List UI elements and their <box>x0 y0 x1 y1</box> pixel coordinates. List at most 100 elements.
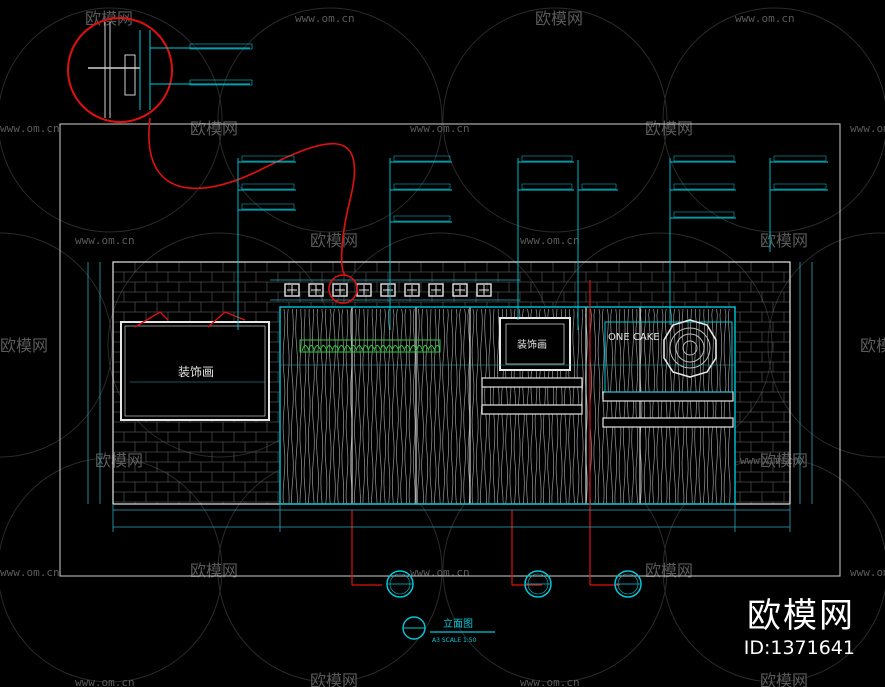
plant-leaf <box>391 345 399 352</box>
wood-slat <box>706 308 710 505</box>
watermark-url-text: www.om.cn <box>740 454 800 467</box>
wood-slat <box>601 308 605 505</box>
wood-slat <box>333 308 336 505</box>
wood-slat <box>442 308 445 505</box>
watermark-brand-text: 欧模网 <box>310 671 358 687</box>
wood-slat <box>404 308 408 505</box>
note-text-placeholder <box>521 183 573 190</box>
wood-slat <box>425 308 429 505</box>
note-text-placeholder <box>673 183 735 190</box>
wood-slat <box>631 308 634 505</box>
plant-leaf <box>397 345 405 352</box>
note-text-placeholder <box>581 183 617 190</box>
wood-slat <box>354 308 357 505</box>
wood-slat <box>387 308 391 505</box>
watermark-circle <box>0 457 223 683</box>
sign-letter-block <box>332 283 348 297</box>
wood-slat <box>383 308 387 505</box>
wood-slat <box>597 308 601 505</box>
watermark-brand-text: 欧模网 <box>645 561 693 580</box>
wood-slat <box>349 308 353 505</box>
wood-slat <box>622 308 626 505</box>
shelf-board <box>602 391 734 402</box>
dimension-lines <box>87 262 813 532</box>
wood-slat <box>316 308 319 505</box>
wood-slat <box>307 308 311 505</box>
annotation-leaders <box>237 155 828 586</box>
wood-panel-outline <box>279 306 736 505</box>
wood-slat <box>358 308 361 505</box>
watermark-circle <box>662 7 885 233</box>
wood-slat <box>585 308 588 505</box>
wood-slat-panel <box>282 307 731 505</box>
sign-letter-block <box>428 283 444 297</box>
wood-slat <box>454 308 458 505</box>
watermark-url-text: www.om.cn <box>0 566 60 579</box>
note-text-placeholder <box>521 155 573 162</box>
sign-letter-block <box>380 283 396 297</box>
center-painting-inner <box>505 323 565 365</box>
model-id-text: ID:1371641 <box>743 637 855 659</box>
wood-slat <box>635 308 639 505</box>
wood-slat <box>694 309 697 505</box>
plant-leaf <box>319 345 327 352</box>
wood-slat <box>446 308 450 505</box>
section-marker-circle <box>524 570 552 598</box>
watermark-url-text: www.om.cn <box>75 676 135 687</box>
wood-slat <box>345 308 349 505</box>
sign-letters-band <box>270 279 520 301</box>
plant-leaf <box>403 345 411 352</box>
wood-slat <box>450 308 454 505</box>
wood-slat <box>711 308 714 505</box>
watermark-brand-text: 欧模网 <box>535 9 583 28</box>
round-logo-emblem <box>663 319 717 378</box>
shelf-board <box>481 377 583 388</box>
plant-leaf <box>433 345 441 352</box>
wood-slat <box>702 308 706 505</box>
shelf-board <box>602 417 734 428</box>
plant-leaf <box>331 345 339 352</box>
plant-leaf <box>385 345 393 352</box>
wood-slat <box>312 308 315 505</box>
wood-slat <box>610 308 613 505</box>
shelf-board <box>481 404 583 415</box>
note-text-placeholder <box>241 183 295 190</box>
watermark-layer: 欧模网欧模网欧模网欧模网欧模网欧模网欧模网欧模网欧模网欧模网欧模网欧模网欧模网欧… <box>0 7 885 687</box>
left-painting-label: 装饰画 <box>178 365 214 379</box>
note-text-placeholder <box>393 183 451 190</box>
wood-slat <box>669 308 672 505</box>
wood-slat <box>379 308 382 505</box>
watermark-url-text: www.om.cn <box>410 122 470 135</box>
sheet-frame <box>59 123 841 577</box>
plant-leaf <box>355 345 363 352</box>
plant-leaf <box>337 345 345 352</box>
wood-slat <box>324 308 328 505</box>
wood-slat <box>341 308 345 505</box>
wood-slat <box>375 308 378 505</box>
note-text-placeholder <box>673 155 735 162</box>
detail-callout-circle <box>67 17 253 123</box>
note-text-placeholder <box>393 155 451 162</box>
watermark-brand-text: 欧模网 <box>760 671 808 687</box>
wood-slat <box>295 308 298 505</box>
wood-slat <box>366 308 370 505</box>
watermark-circle <box>217 7 443 233</box>
note-text-placeholder <box>773 183 827 190</box>
wood-slat <box>463 308 466 505</box>
watermark-brand-text: 欧模网 <box>760 231 808 250</box>
watermark-brand-text: 欧模网 <box>190 119 238 138</box>
note-text-placeholder <box>241 155 295 162</box>
wood-slat <box>417 308 420 505</box>
note-text-placeholder <box>393 215 451 222</box>
note-text-placeholder <box>773 155 827 162</box>
note-text-placeholder <box>673 211 735 218</box>
wood-slat <box>664 308 668 505</box>
plant-leaf <box>409 345 417 352</box>
section-marker-circle <box>614 570 642 598</box>
wood-slat <box>698 308 702 505</box>
wood-slat <box>303 309 307 505</box>
wood-slat <box>723 308 727 505</box>
wood-slat <box>370 308 374 505</box>
drawing-scale: A3 SCALE 1:50 <box>432 637 477 644</box>
wood-slat <box>412 308 416 505</box>
